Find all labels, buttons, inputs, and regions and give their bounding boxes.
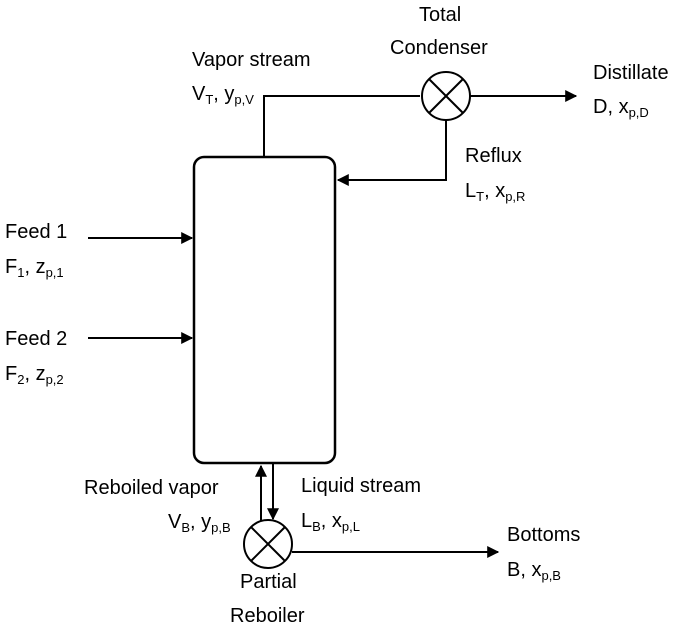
feed2-variables: F2, zp,2 (5, 363, 64, 387)
feed1-variables: F1, zp,1 (5, 256, 64, 280)
condenser-title-line1: Total (419, 4, 462, 26)
distillation-column (192, 155, 337, 465)
distillate-variables: D, xp,D (593, 96, 649, 120)
feed1-label: Feed 1 (5, 221, 68, 243)
reboiled-vapor-variables: VB, yp,B (168, 511, 231, 535)
condenser-title-line2: Condenser (390, 37, 488, 59)
reflux-arrow (336, 120, 447, 186)
liquid-stream-variables: LB, xp,L (301, 510, 360, 534)
total-condenser-symbol (421, 71, 471, 121)
bottoms-variables: B, xp,B (507, 559, 561, 583)
vapor-stream-label: Vapor stream (192, 49, 311, 71)
reflux-label: Reflux (465, 145, 522, 167)
vapor-stream-line (263, 95, 420, 157)
reboiled-vapor-label: Reboiled vapor (84, 477, 219, 499)
distillate-label: Distillate (593, 62, 669, 84)
reboiler-title-line2: Reboiler (230, 605, 305, 627)
bottoms-label: Bottoms (507, 524, 581, 546)
liquid-stream-label: Liquid stream (301, 475, 422, 497)
feed2-label: Feed 2 (5, 328, 68, 350)
reflux-variables: LT, xp,R (465, 180, 526, 204)
vapor-stream-variables: VT, yp,V (192, 83, 254, 107)
partial-reboiler-symbol (243, 519, 293, 569)
reboiler-title-line1: Partial (240, 571, 297, 593)
